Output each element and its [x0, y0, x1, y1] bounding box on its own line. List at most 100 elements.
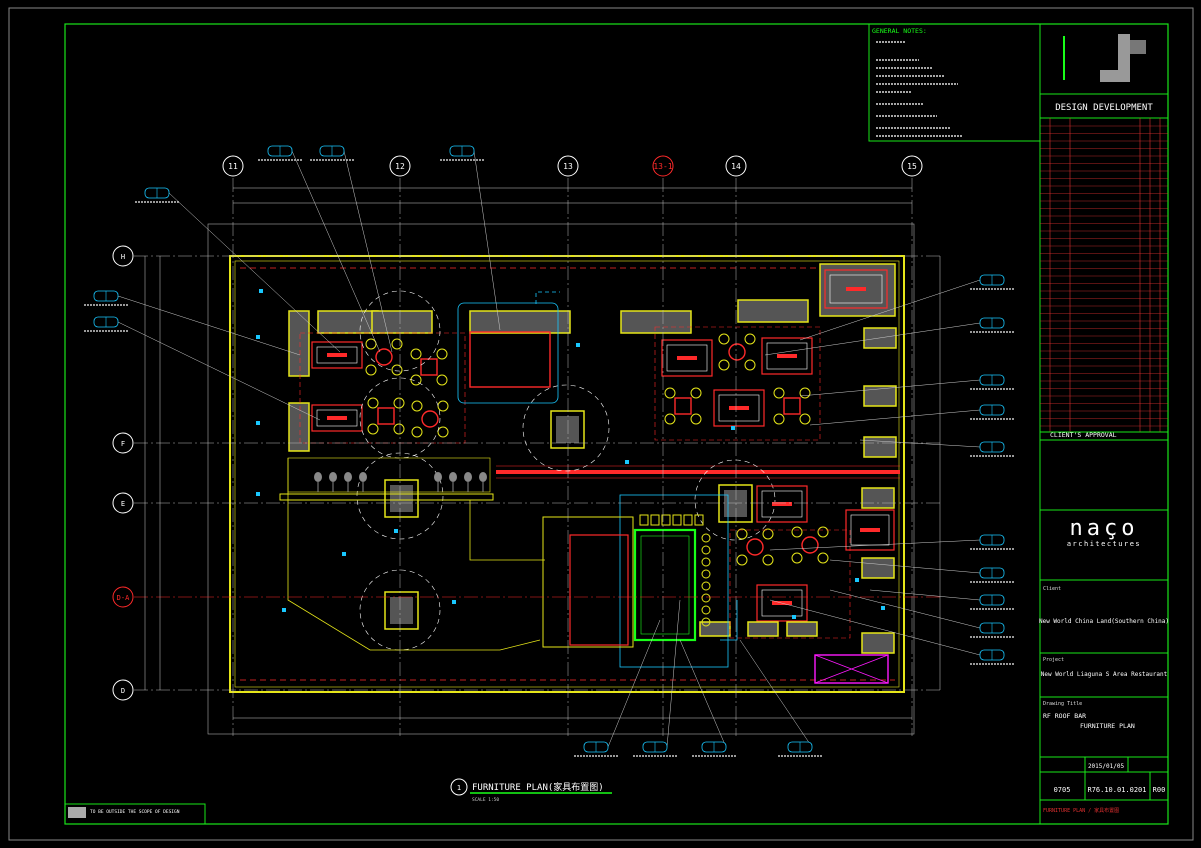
- revision-rows: [1040, 125, 1168, 427]
- structural-column: [384, 591, 419, 630]
- legend-label: TO BE OUTSIDE THE SCOPE OF DESIGN: [90, 809, 180, 815]
- chair: [436, 348, 448, 360]
- chair: [690, 387, 702, 399]
- leader-line: [859, 439, 981, 448]
- leader-line: [343, 150, 393, 353]
- grid-label-row: E: [121, 500, 125, 508]
- leader-line: [679, 639, 727, 748]
- pendant-lamp: [449, 472, 457, 482]
- chair: [773, 387, 785, 399]
- ceiling-marker: [452, 600, 456, 604]
- chair: [437, 400, 449, 412]
- sofa-cushion: [718, 394, 760, 422]
- bar-counter: [469, 331, 551, 388]
- ceiling-marker: [282, 608, 286, 612]
- key-plan: [1063, 34, 1146, 82]
- grid-label-col: 13-1: [653, 162, 672, 171]
- structural-column: [718, 484, 753, 523]
- bar-stool-side: [701, 605, 711, 615]
- sofa-tag: [772, 502, 792, 506]
- grid-label-row: D: [121, 687, 125, 695]
- column-core: [390, 485, 413, 512]
- sofa: [756, 584, 808, 622]
- pendant-lamp: [434, 472, 442, 482]
- bar-stool-side: [701, 569, 711, 579]
- chair: [410, 348, 422, 360]
- plan-title: 1 FURNITURE PLAN(家具布置图) SCALE 1:50: [450, 778, 612, 803]
- leader-line: [764, 322, 981, 356]
- central-bar: [633, 528, 697, 642]
- sofa: [311, 341, 363, 369]
- chair: [391, 364, 403, 376]
- grid-label-col: 12: [395, 162, 405, 171]
- grid-bubble-col: [652, 155, 674, 177]
- revision-table: [1049, 118, 1161, 432]
- planter: [699, 621, 731, 637]
- stage-label: DESIGN DEVELOPMENT: [1055, 103, 1153, 113]
- chair: [718, 359, 730, 371]
- bar-stool-side: [701, 557, 711, 567]
- pendant-lamp: [479, 472, 487, 482]
- sofa-tag: [327, 416, 347, 420]
- leader-line: [769, 599, 981, 656]
- planter: [863, 385, 897, 407]
- chair: [773, 413, 785, 425]
- storage-box: [814, 654, 889, 684]
- chair: [391, 338, 403, 350]
- chair: [393, 423, 405, 435]
- footer-note: FURNITURE PLAN / 家具布置图: [1043, 807, 1119, 814]
- sofa-tag: [777, 354, 797, 358]
- structural-column: [384, 479, 419, 518]
- sofa: [311, 404, 363, 432]
- planter: [620, 310, 692, 334]
- chair: [367, 423, 379, 435]
- sofa: [661, 339, 713, 377]
- job-number: 0705: [1054, 786, 1071, 794]
- chair: [410, 374, 422, 386]
- round-table: [421, 410, 439, 428]
- date-value: 2015/01/05: [1088, 763, 1125, 770]
- staircase: [542, 516, 634, 648]
- client-approval-label: CLIENT'S APPROVAL: [1050, 431, 1117, 439]
- chair: [744, 333, 756, 345]
- sofa-cushion: [761, 589, 803, 617]
- chair: [664, 413, 676, 425]
- leader-line: [473, 150, 501, 331]
- chair: [736, 554, 748, 566]
- plan-title-text: FURNITURE PLAN(家具布置图): [472, 781, 604, 793]
- chair: [817, 526, 829, 538]
- ceiling-marker: [394, 529, 398, 533]
- round-table: [801, 536, 819, 554]
- column-core: [556, 416, 579, 443]
- chair: [799, 387, 811, 399]
- site-boundary: [207, 223, 915, 735]
- column-core: [390, 597, 413, 624]
- bar-stool-side: [701, 593, 711, 603]
- plan-title-number: 1: [457, 784, 461, 792]
- planter: [469, 310, 571, 334]
- bar-stool-side: [701, 581, 711, 591]
- chair: [762, 554, 774, 566]
- grid-bubble-row: [112, 679, 134, 701]
- client-label: Client: [1043, 586, 1061, 592]
- project-label: Project: [1043, 657, 1064, 663]
- planter: [861, 632, 895, 654]
- annotation-tags: [84, 145, 1014, 757]
- sofa-tag: [677, 356, 697, 360]
- seating-zone-lower: [729, 529, 851, 639]
- leader-line: [869, 589, 981, 601]
- sofa: [824, 269, 888, 309]
- plan-scale: SCALE 1:50: [472, 797, 499, 803]
- structural-column: [550, 410, 585, 449]
- planter: [317, 310, 379, 334]
- sofa: [761, 337, 813, 375]
- leader-line: [809, 409, 981, 426]
- plan-elements: [256, 263, 897, 654]
- grid-bubble-row: [112, 245, 134, 267]
- bar-stool-side: [701, 545, 711, 555]
- ceiling-marker: [256, 335, 260, 339]
- bar-stool: [639, 514, 649, 526]
- planter: [288, 402, 310, 452]
